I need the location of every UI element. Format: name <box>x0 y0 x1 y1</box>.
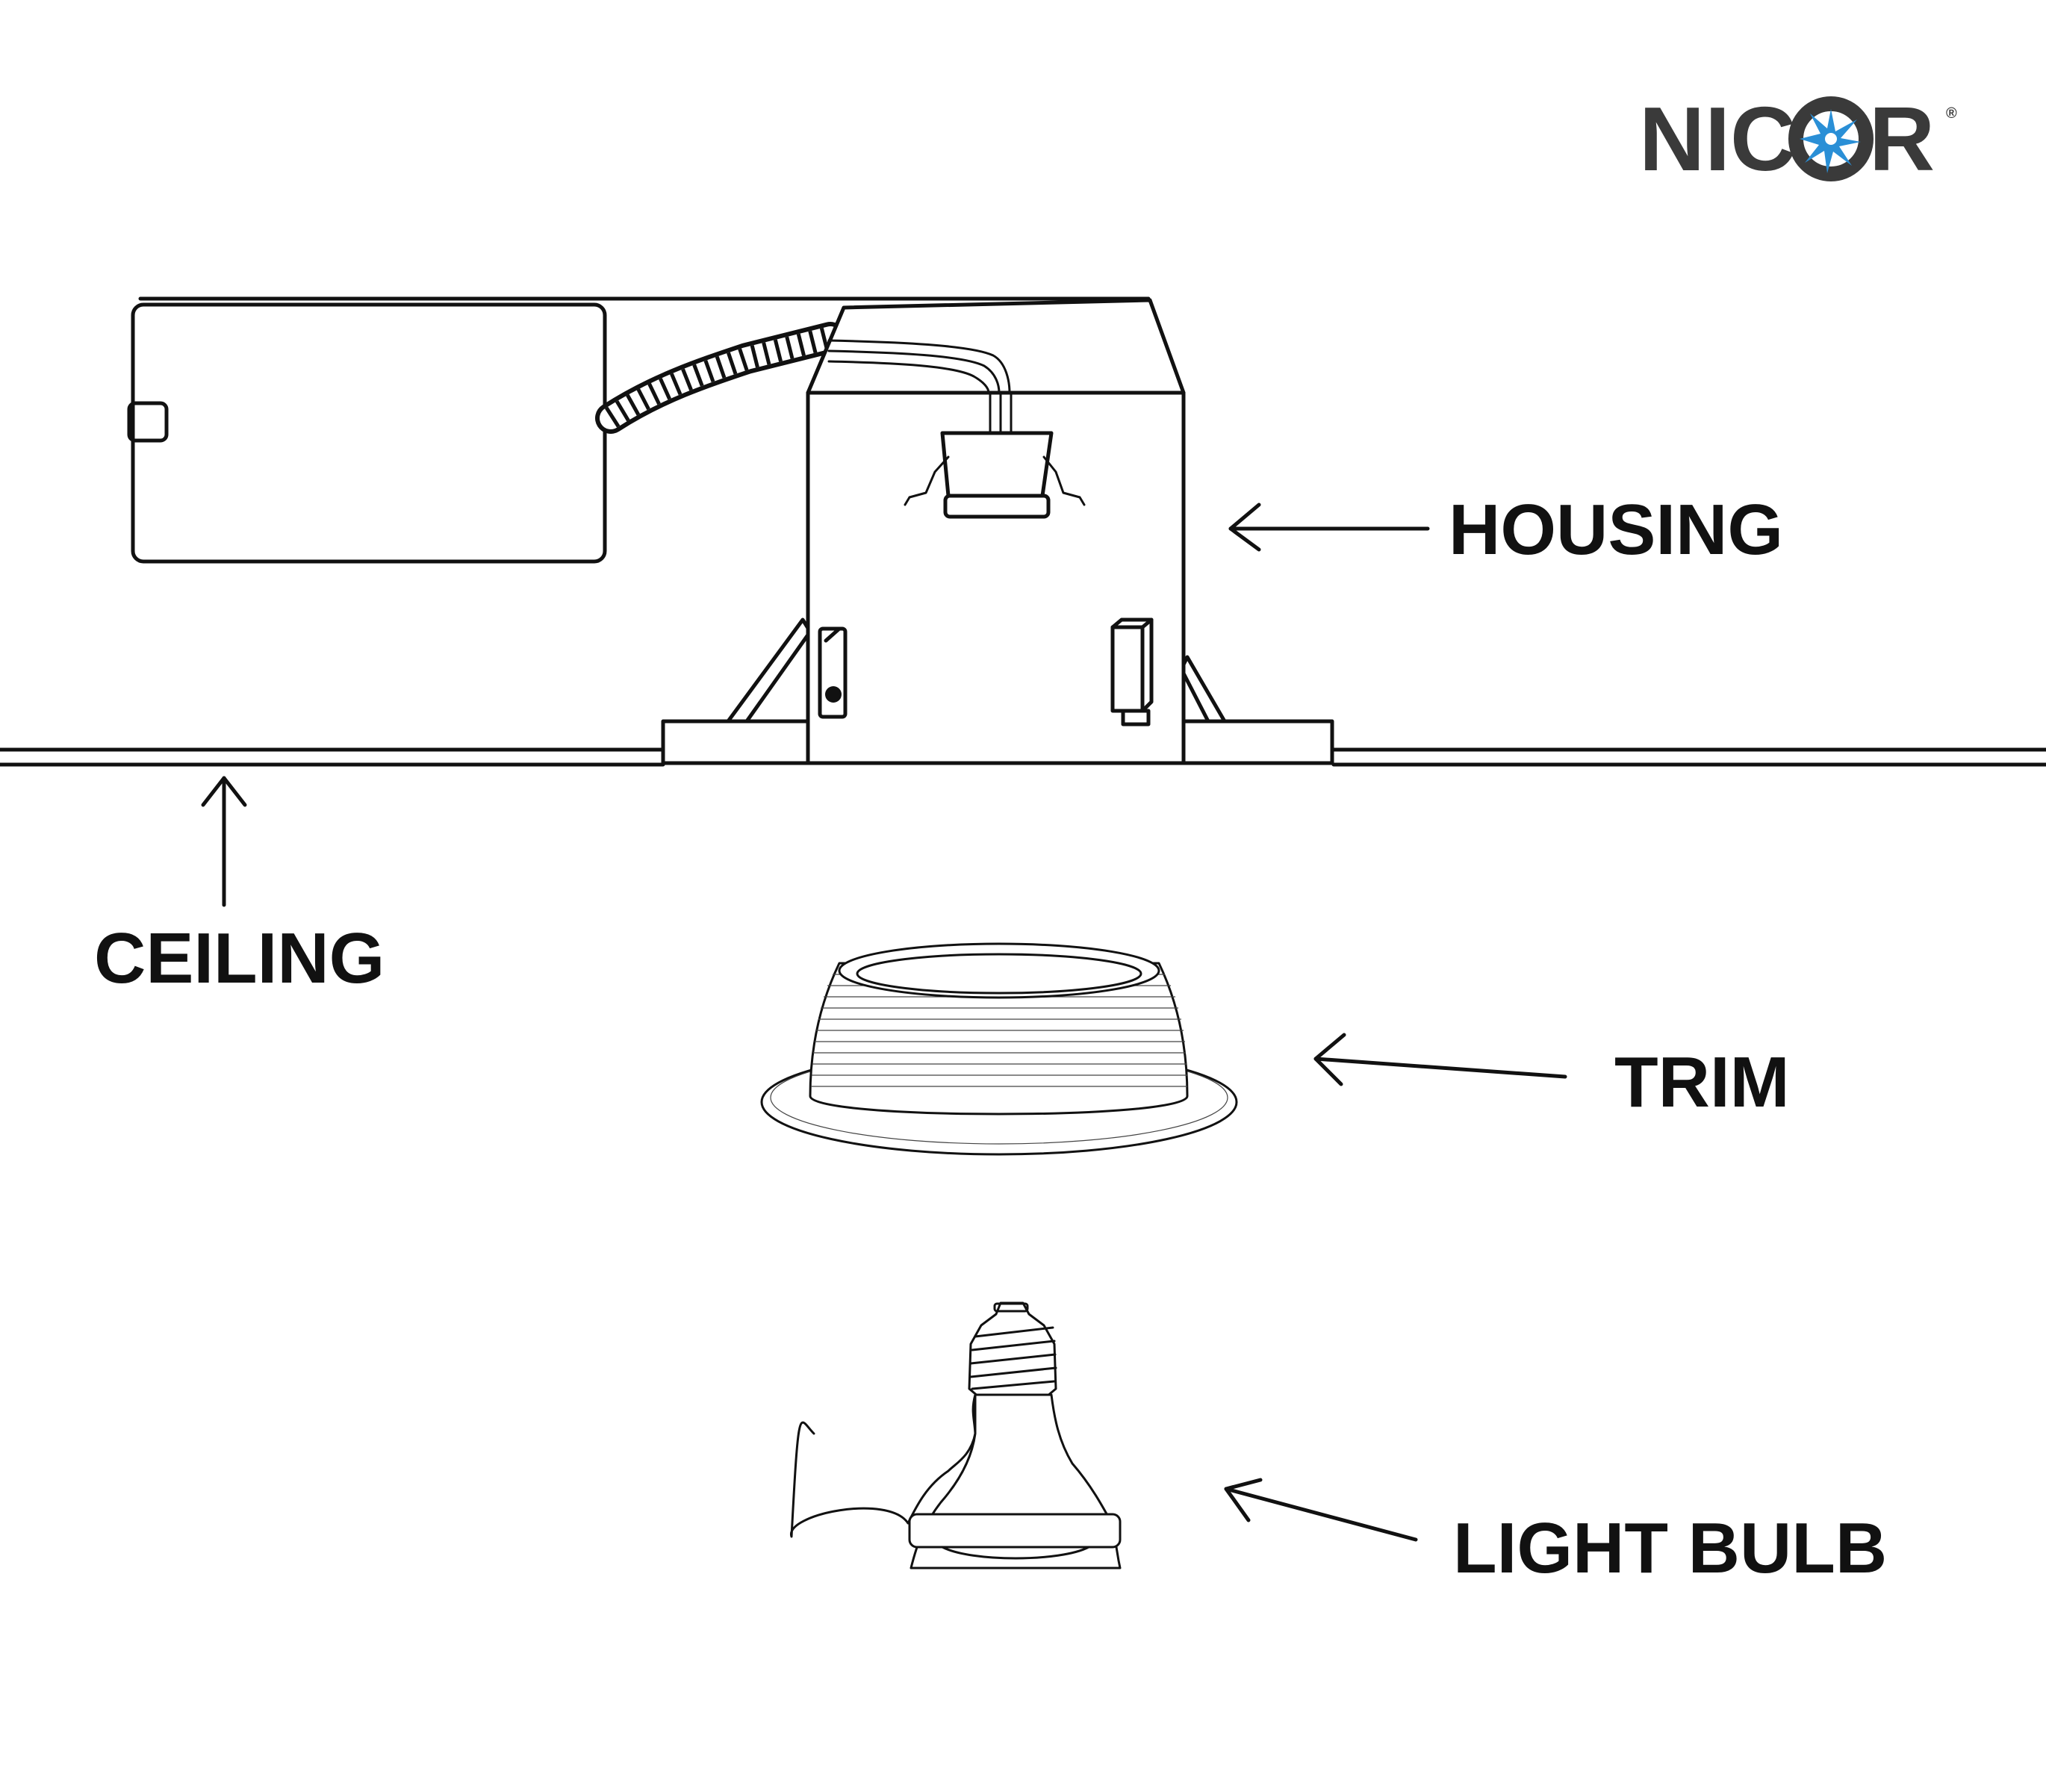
logo-registered-mark: ® <box>1946 105 1957 122</box>
logo-text-right: R <box>1869 88 1935 190</box>
logo-star-o-icon <box>1788 96 1874 181</box>
housing-arrow <box>1228 503 1430 552</box>
light-bulb-arrow <box>1224 1478 1418 1542</box>
ceiling-arrow <box>201 776 247 907</box>
nicor-logo: NIC R ® <box>1639 88 1957 190</box>
trim <box>760 942 1238 1156</box>
trim-arrow <box>1313 1033 1567 1086</box>
ceiling-line <box>0 747 2046 767</box>
trim-label: TRIM <box>1614 1042 1790 1122</box>
housing-can <box>661 298 1334 765</box>
flex-conduit <box>595 322 846 434</box>
light-bulb <box>790 1301 1122 1569</box>
logo-text-left: NIC <box>1639 88 1796 190</box>
housing-label: HOUSING <box>1449 490 1783 570</box>
light-bulb-label: LIGHT BULB <box>1453 1508 1887 1588</box>
junction-box <box>127 296 1151 564</box>
ceiling-label: CEILING <box>94 918 385 998</box>
